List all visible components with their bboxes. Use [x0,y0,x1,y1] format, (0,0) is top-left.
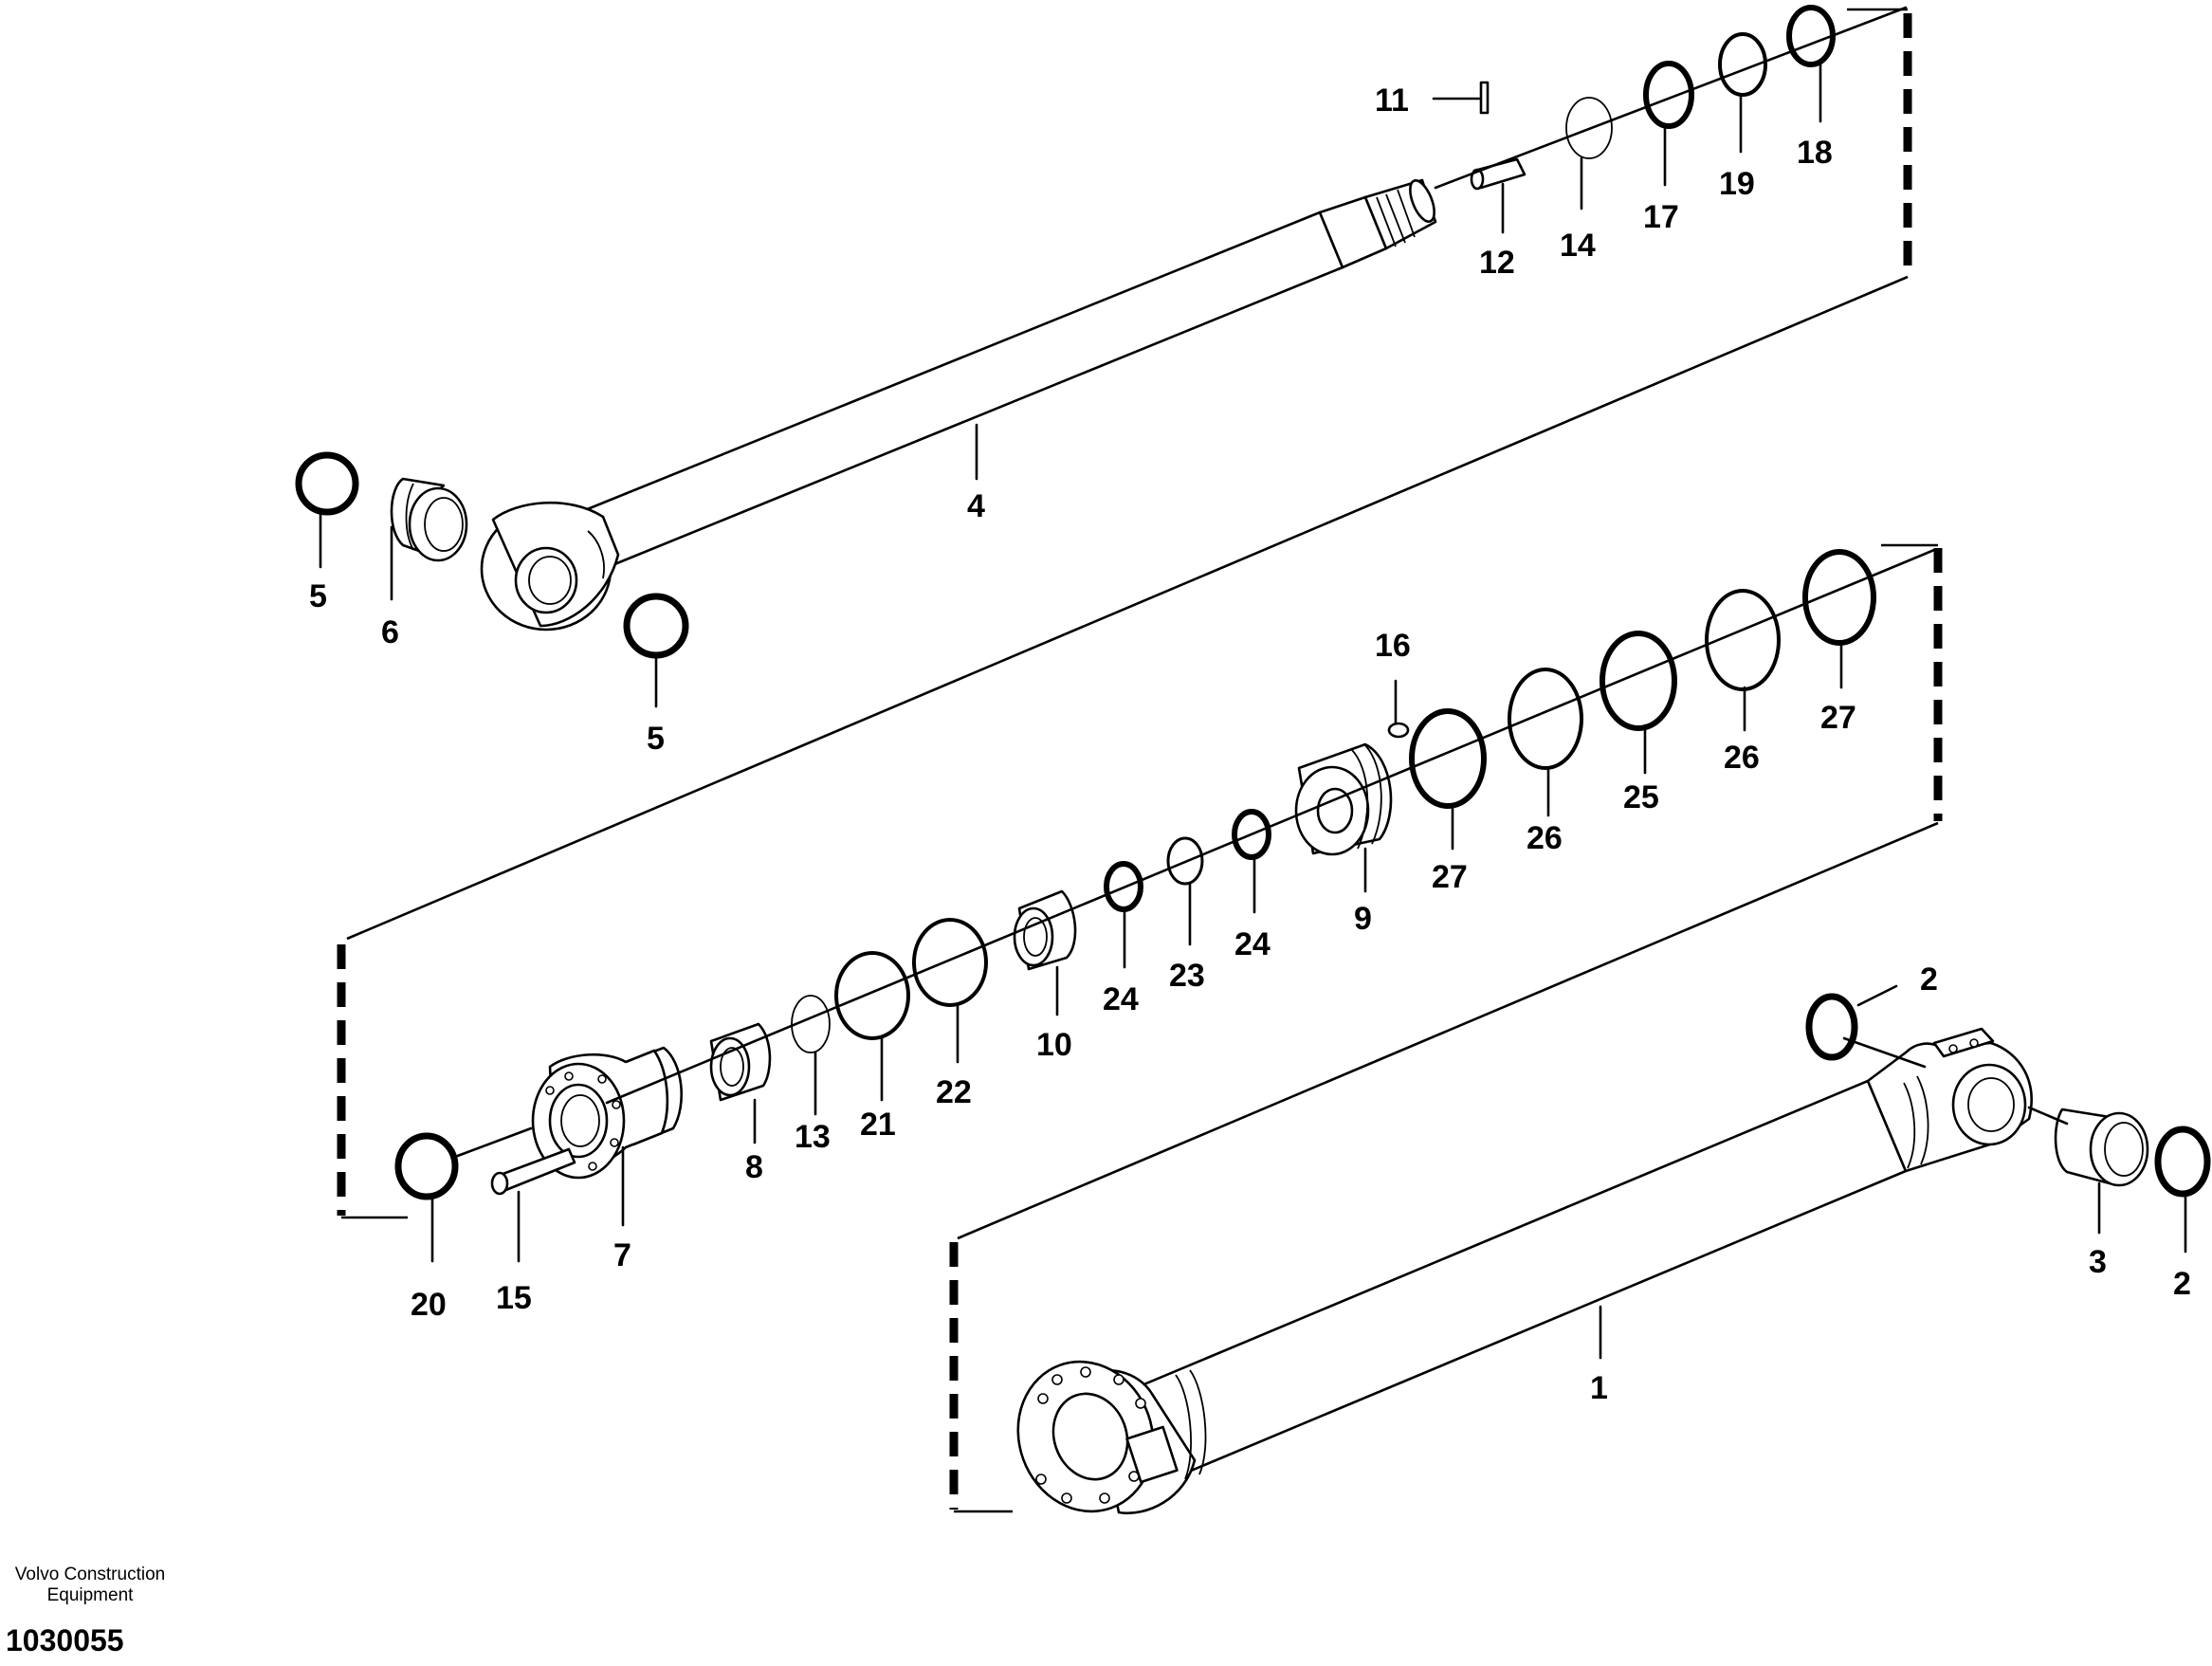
label-part-26-left[interactable]: 26 [1526,820,1563,856]
seal-ring-5-left[interactable] [295,451,359,516]
label-part-6[interactable]: 6 [381,614,399,650]
screw-15[interactable] [490,1147,576,1196]
label-part-17[interactable]: 17 [1643,199,1679,235]
seal-ring-2-lower[interactable] [2154,1126,2211,1198]
seal-ring-5-right[interactable] [623,593,689,659]
label-part-3[interactable]: 3 [2089,1244,2107,1280]
bushing-8[interactable] [709,1022,772,1102]
label-part-16[interactable]: 16 [1375,628,1411,664]
label-part-5-right[interactable]: 5 [647,721,665,757]
label-part-27-right[interactable]: 27 [1820,700,1856,736]
seal-18[interactable] [1786,5,1836,67]
ring-19[interactable] [1718,32,1767,97]
drawing-number: 1030055 [6,1623,124,1657]
label-part-27-left[interactable]: 27 [1432,859,1468,895]
label-part-12[interactable]: 12 [1479,245,1515,281]
label-part-10[interactable]: 10 [1036,1027,1072,1063]
label-part-15[interactable]: 15 [496,1280,532,1316]
label-part-8[interactable]: 8 [745,1149,763,1185]
label-part-26-right[interactable]: 26 [1724,740,1760,776]
label-part-11[interactable]: 11 [1375,82,1409,119]
piston-rod[interactable] [480,177,1439,632]
label-part-5-left[interactable]: 5 [309,578,327,614]
label-part-19[interactable]: 19 [1719,166,1755,202]
cylinder-tube[interactable] [997,1027,2033,1530]
label-part-9[interactable]: 9 [1354,901,1372,937]
ring-26-left[interactable] [1508,668,1583,770]
explosion-boundary-lines [337,8,1943,1513]
label-part-2-upper[interactable]: 2 [1920,961,1938,998]
manufacturer-caption: Volvo Construction Equipment [0,1565,180,1606]
pin-11[interactable] [1479,81,1490,115]
seal-ring-2-upper[interactable] [1805,993,1858,1061]
label-part-24-left[interactable]: 24 [1103,981,1139,1017]
label-part-2-lower[interactable]: 2 [2173,1266,2191,1302]
piston[interactable] [1294,742,1393,856]
manufacturer-division: Equipment [46,1585,134,1605]
ring-27-right[interactable] [1802,549,1876,646]
label-part-14[interactable]: 14 [1560,228,1596,264]
ring-23[interactable] [1166,836,1204,886]
manufacturer-name: Volvo Construction [14,1565,166,1584]
label-part-24-right[interactable]: 24 [1234,926,1271,962]
ring-24-right[interactable] [1232,809,1271,860]
set-screw-16[interactable] [1387,722,1410,739]
label-part-20[interactable]: 20 [411,1287,447,1323]
ring-24-left[interactable] [1104,861,1143,912]
label-part-1[interactable]: 1 [1590,1370,1608,1406]
bushing-3[interactable] [2054,1108,2149,1187]
label-part-7[interactable]: 7 [613,1237,631,1273]
label-part-23[interactable]: 23 [1169,958,1205,994]
leader-lines [319,63,2187,1360]
label-part-4[interactable]: 4 [967,488,985,524]
shim-14[interactable] [1565,97,1613,159]
snap-ring-13[interactable] [791,995,831,1053]
o-ring-20[interactable] [394,1132,459,1200]
label-part-21[interactable]: 21 [860,1107,896,1143]
bushing-6[interactable] [390,477,468,562]
seal-17[interactable] [1643,61,1694,129]
ring-26-right[interactable] [1705,589,1781,691]
label-part-22[interactable]: 22 [936,1074,972,1110]
ring-27-left[interactable] [1409,708,1487,809]
seal-25[interactable] [1600,631,1677,731]
part-labels: 4 5 6 5 11 12 14 17 19 18 16 27 26 25 26… [309,82,2191,1406]
seal-22[interactable] [912,918,988,1007]
seal-21[interactable] [834,951,910,1040]
cylinder-head[interactable] [531,1046,684,1180]
cushion-ring[interactable] [1013,889,1077,971]
label-part-18[interactable]: 18 [1797,135,1833,171]
label-part-25[interactable]: 25 [1623,779,1659,815]
label-part-13[interactable]: 13 [795,1119,831,1155]
